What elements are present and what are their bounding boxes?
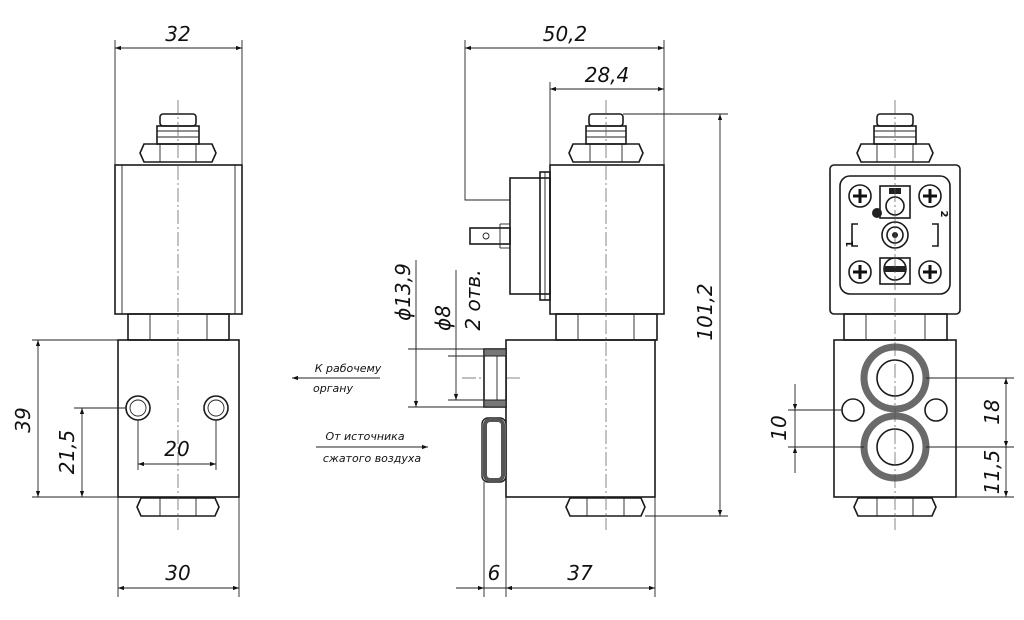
front-view — [114, 100, 243, 530]
outlet-label-line2: органу — [313, 382, 353, 395]
side-view-dimensions: 50,2 28,4 101,2 ϕ13,9 ϕ8 2 отв. 6 37 — [391, 22, 728, 597]
dim-height-holes: 21,5 — [55, 430, 79, 475]
connector-pin-1: 1 — [845, 240, 856, 247]
connector-screw-icon — [918, 184, 942, 208]
right-view-dimensions: 10 18 11,5 — [767, 377, 1014, 498]
dim-overall-height: 101,2 — [693, 283, 717, 340]
inlet-label-line2: сжатого воздуха — [323, 452, 422, 465]
dim-width-top: 32 — [165, 22, 190, 46]
dim-fitting-width: 6 — [488, 561, 501, 585]
dim-width-bottom: 30 — [165, 561, 190, 585]
dim-overall-width: 50,2 — [543, 22, 588, 46]
connector-screw-icon — [918, 260, 942, 284]
outlet-label-line1: К рабочему — [315, 362, 382, 375]
dim-spacing-bottom: 11,5 — [980, 450, 1004, 495]
flow-labels: К рабочему органу От источника сжатого в… — [292, 362, 428, 465]
side-view — [462, 100, 665, 530]
dim-coil-width: 28,4 — [585, 63, 630, 87]
dim-body-width: 37 — [567, 561, 593, 585]
dim-diameter-inner: ϕ8 — [431, 305, 455, 331]
inlet-label-line1: От источника — [325, 430, 404, 443]
dim-spacing-ports: 18 — [980, 399, 1004, 424]
dim-hole-count: 2 отв. — [461, 269, 485, 330]
front-view-dimensions: 32 30 39 21,5 20 — [11, 22, 243, 597]
dim-diameter-outer: ϕ13,9 — [391, 263, 415, 321]
connector-screw-icon — [848, 260, 872, 284]
dim-spacing-small: 10 — [767, 415, 791, 440]
right-view: 1 2 — [829, 100, 961, 530]
connector-pin-2: 2 — [938, 211, 949, 218]
connector-screw-icon — [848, 184, 872, 208]
dim-height-total: 39 — [11, 407, 35, 432]
dim-hole-spacing: 20 — [164, 437, 189, 461]
